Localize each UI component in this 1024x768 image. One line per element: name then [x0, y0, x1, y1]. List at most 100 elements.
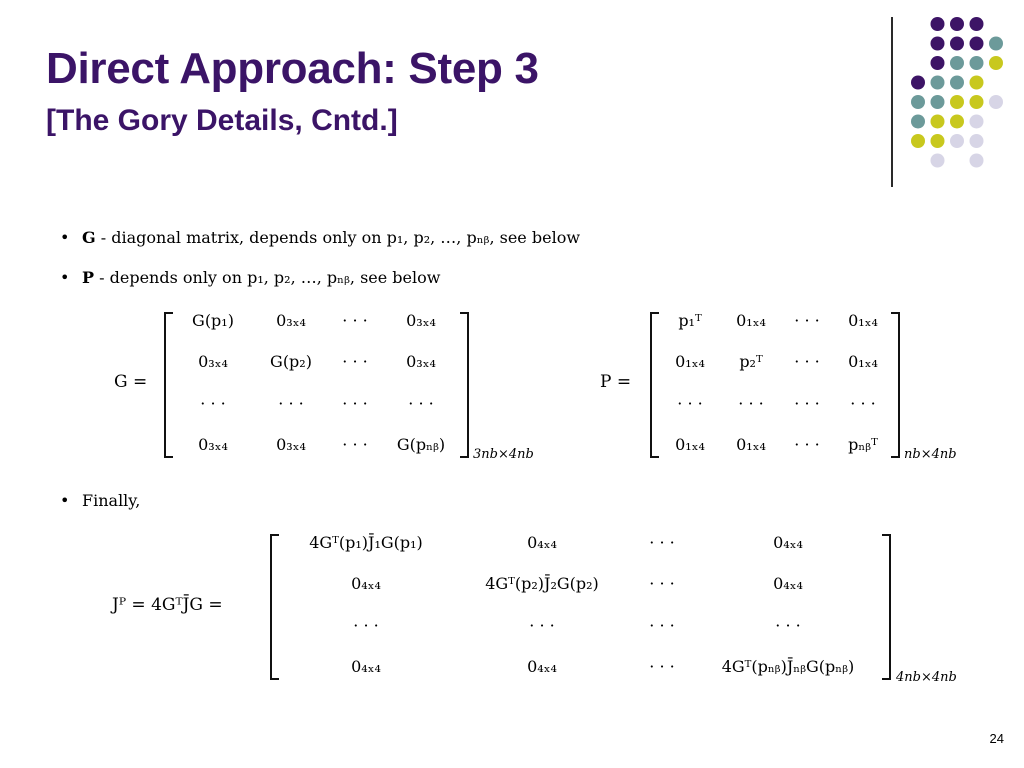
matrix-g-cell-r3c2: · · · — [278, 393, 304, 413]
matrix-p-cell-r4c4: pₙᵦᵀ — [848, 434, 878, 454]
decorative-dot — [950, 56, 964, 70]
matrix-P-dims: nb×4nb — [904, 447, 957, 462]
matrix-j-cell-r1c2: 0₄ₓ₄ — [527, 533, 557, 553]
decorative-dot — [950, 134, 964, 148]
decorative-dot — [950, 95, 964, 109]
decorative-dot — [950, 17, 964, 31]
matrix-J-dims: 4nb×4nb — [896, 670, 957, 685]
title-divider — [891, 17, 893, 187]
matrix-j-cell-r2c1: 0₄ₓ₄ — [351, 574, 381, 594]
matrix-j-cell-r1c3: · · · — [649, 533, 675, 553]
matrix-j-cell-r2c4: 0₄ₓ₄ — [773, 574, 803, 594]
matrix-j-cell-r3c2: · · · — [529, 615, 555, 635]
matrix-p-cell-r4c1: 0₁ₓ₄ — [675, 434, 705, 454]
matrix-p-cell-r3c3: · · · — [794, 393, 820, 413]
matrix-p-cell-r3c1: · · · — [677, 393, 703, 413]
matrix-p-cell-r2c2: p₂ᵀ — [739, 352, 763, 372]
decorative-dot — [911, 95, 925, 109]
matrix-G-dims: 3nb×4nb — [473, 447, 534, 462]
matrix-p-cell-r2c1: 0₁ₓ₄ — [675, 352, 705, 372]
matrix-g-cell-r1c3: · · · — [342, 311, 368, 331]
matrix-j-cell-r4c1: 0₄ₓ₄ — [351, 656, 381, 676]
slide-subtitle: [The Gory Details, Cntd.] — [46, 104, 398, 137]
decorative-dot — [911, 114, 925, 129]
matrix-j-cell-r1c4: 0₄ₓ₄ — [773, 533, 803, 553]
matrix-j-cell-r4c4: 4Gᵀ(pₙᵦ)J̄ₙᵦG(pₙᵦ) — [721, 656, 855, 676]
decorative-dot — [950, 36, 964, 51]
matrix-g-cell-r2c1: 0₃ₓ₄ — [198, 352, 228, 372]
decorative-dot — [930, 75, 945, 90]
bullet-dot-icon: • — [60, 228, 70, 247]
decorative-dot — [950, 114, 964, 129]
bullet-text: Finally, — [82, 491, 141, 510]
decorative-dot — [930, 134, 945, 148]
matrix-j-cell-r2c3: · · · — [649, 574, 675, 594]
bullet-dot-icon: • — [60, 268, 70, 287]
matrix-P-label: P = — [600, 372, 632, 392]
matrix-p-cell-r3c4: · · · — [850, 393, 876, 413]
bullet-text: - depends only on p₁, p₂, …, pₙᵦ, see be… — [94, 268, 441, 287]
bullet-symbol: P — [82, 268, 95, 287]
bullet-item-G: • G - diagonal matrix, depends only on p₁… — [60, 228, 580, 248]
matrix-g-cell-r4c3: · · · — [342, 434, 368, 454]
decorative-dot — [930, 56, 945, 70]
matrix-g-cell-r2c2: G(p₂) — [270, 352, 312, 372]
matrix-G: G(p₁) 0₃ₓ₄ · · · 0₃ₓ₄ 0₃ₓ₄ G(p₂) · · · 0₃ₓ₄ · · … — [174, 300, 462, 465]
matrix-g-cell-r4c4: G(pₙᵦ) — [396, 434, 446, 454]
matrix-P-right-bracket — [891, 312, 900, 458]
matrix-j-cell-r4c2: 0₄ₓ₄ — [527, 656, 557, 676]
decorative-dot — [930, 17, 945, 31]
matrix-p-cell-r2c3: · · · — [794, 352, 820, 372]
matrix-j-cell-r2c2: 4Gᵀ(p₂)J̄₂G(p₂) — [485, 574, 599, 594]
matrix-g-cell-r3c1: · · · — [200, 393, 226, 413]
decorative-dot — [969, 17, 984, 31]
bullet-item-finally: •Finally, — [60, 491, 140, 511]
matrix-J-label: Jᴾ = 4GᵀJ̄G = — [112, 595, 223, 615]
matrix-G-label: G = — [114, 372, 148, 392]
decorative-dot — [969, 134, 984, 148]
decorative-dot — [969, 95, 984, 109]
matrix-g-cell-r3c3: · · · — [342, 393, 368, 413]
matrix-p-cell-r2c4: 0₁ₓ₄ — [848, 352, 878, 372]
matrix-j-cell-r3c4: · · · — [775, 615, 801, 635]
matrix-g-cell-r2c3: · · · — [342, 352, 368, 372]
matrix-g-cell-r1c4: 0₃ₓ₄ — [406, 311, 436, 331]
matrix-P-left-bracket — [650, 312, 659, 458]
matrix-G-left-bracket — [164, 312, 173, 458]
decorative-dot — [969, 56, 984, 70]
matrix-G-right-bracket — [460, 312, 469, 458]
decorative-dot — [930, 95, 945, 109]
matrix-p-cell-r4c3: · · · — [794, 434, 820, 454]
decorative-dot — [969, 153, 984, 168]
matrix-g-cell-r4c2: 0₃ₓ₄ — [276, 434, 306, 454]
decorative-dot — [930, 36, 945, 51]
matrix-j-cell-r3c1: · · · — [353, 615, 379, 635]
matrix-J-right-bracket — [882, 534, 891, 680]
decorative-dot — [911, 75, 925, 90]
decorative-dot — [930, 153, 945, 168]
slide-title: Direct Approach: Step 3 — [46, 44, 539, 93]
matrix-p-cell-r1c2: 0₁ₓ₄ — [736, 311, 766, 331]
decorative-dot-grid — [911, 17, 1003, 168]
matrix-g-cell-r1c1: G(p₁) — [192, 311, 234, 331]
matrix-j-cell-r4c3: · · · — [649, 656, 675, 676]
matrix-p-cell-r1c4: 0₁ₓ₄ — [848, 311, 878, 331]
bullet-symbol: G — [82, 228, 96, 247]
decorative-dot — [930, 114, 945, 129]
decorative-dot — [969, 114, 984, 129]
matrix-j-cell-r1c1: 4Gᵀ(p₁)J̄₁G(p₁) — [309, 533, 423, 553]
matrix-j-cell-r3c3: · · · — [649, 615, 675, 635]
matrix-g-cell-r1c2: 0₃ₓ₄ — [276, 311, 306, 331]
matrix-p-cell-r3c2: · · · — [738, 393, 764, 413]
decorative-dot — [989, 56, 1003, 70]
matrix-J-left-bracket — [270, 534, 279, 680]
page-number: 24 — [989, 731, 1004, 746]
matrix-p-cell-r1c3: · · · — [794, 311, 820, 331]
matrix-P: p₁ᵀ 0₁ₓ₄ · · · 0₁ₓ₄ 0₁ₓ₄ p₂ᵀ · · · 0₁ₓ₄ · · · · ·… — [660, 300, 894, 465]
matrix-p-cell-r1c1: p₁ᵀ — [678, 311, 702, 331]
decorative-dot — [911, 134, 925, 148]
matrix-g-cell-r4c1: 0₃ₓ₄ — [198, 434, 228, 454]
decorative-dot — [950, 75, 964, 90]
bullet-text: - diagonal matrix, depends only on p₁, p… — [95, 228, 581, 247]
decorative-dot — [989, 36, 1003, 51]
